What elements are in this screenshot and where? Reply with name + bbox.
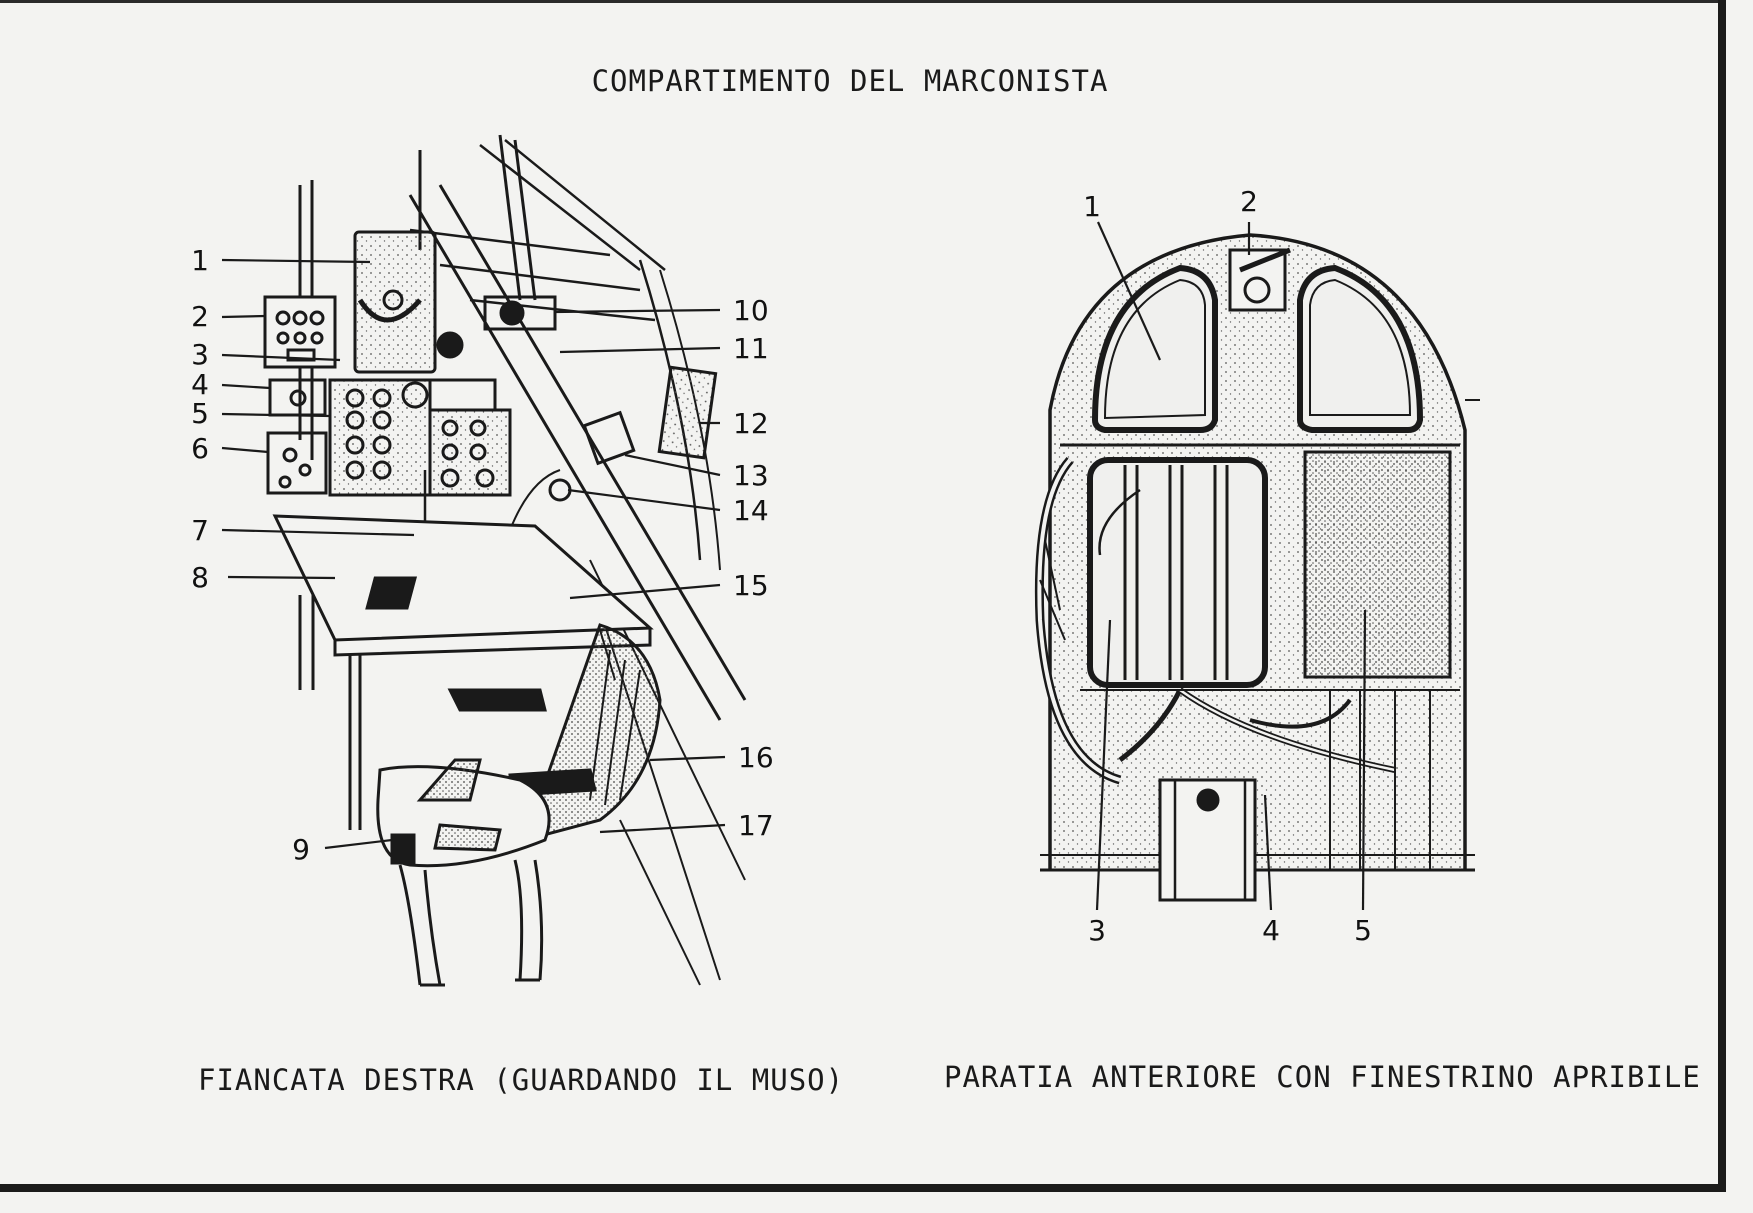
left-callout-17: 17	[738, 809, 774, 842]
left-callout-9: 9	[292, 833, 310, 866]
left-view-caption: FIANCATA DESTRA (GUARDANDO IL MUSO)	[198, 1063, 845, 1097]
left-callout-3: 3	[191, 338, 209, 371]
right-callout-1: 1	[1083, 190, 1101, 223]
frame-right-border	[1718, 0, 1726, 1192]
right-callout-4: 4	[1262, 914, 1280, 947]
frame-top-border	[0, 0, 1726, 3]
right-callout-leaders	[1095, 221, 1367, 911]
left-callout-numbers: 1 2 3 4 5 6 7 8 9 10 11 12 13 14 15 16 1…	[191, 244, 774, 866]
right-view-caption: PARATIA ANTERIORE CON FINESTRINO APRIBIL…	[944, 1060, 1701, 1094]
left-callout-10: 10	[733, 294, 769, 327]
left-callout-7: 7	[191, 514, 209, 547]
left-callout-1: 1	[191, 244, 209, 277]
right-callout-3: 3	[1088, 914, 1106, 947]
right-callout-numbers: 1 2 3 4 5	[1083, 185, 1372, 947]
left-callout-2: 2	[191, 300, 209, 333]
right-callout-2: 2	[1240, 185, 1258, 218]
left-callout-8: 8	[191, 561, 209, 594]
left-callout-15: 15	[733, 569, 769, 602]
left-callout-16: 16	[738, 741, 774, 774]
frame-bottom-border	[0, 1184, 1726, 1192]
left-callout-11: 11	[733, 332, 769, 365]
right-callout-5: 5	[1354, 914, 1372, 947]
left-callout-6: 6	[191, 432, 209, 465]
left-callout-12: 12	[733, 407, 769, 440]
left-callout-14: 14	[733, 494, 769, 527]
left-side-wall-illustration	[263, 134, 747, 987]
page-title: COMPARTIMENTO DEL MARCONISTA	[591, 64, 1109, 98]
left-callout-5: 5	[191, 397, 209, 430]
left-callout-4: 4	[191, 368, 209, 401]
left-callout-13: 13	[733, 459, 769, 492]
left-callout-leaders	[221, 258, 726, 850]
front-bulkhead-illustration	[1034, 233, 1480, 902]
